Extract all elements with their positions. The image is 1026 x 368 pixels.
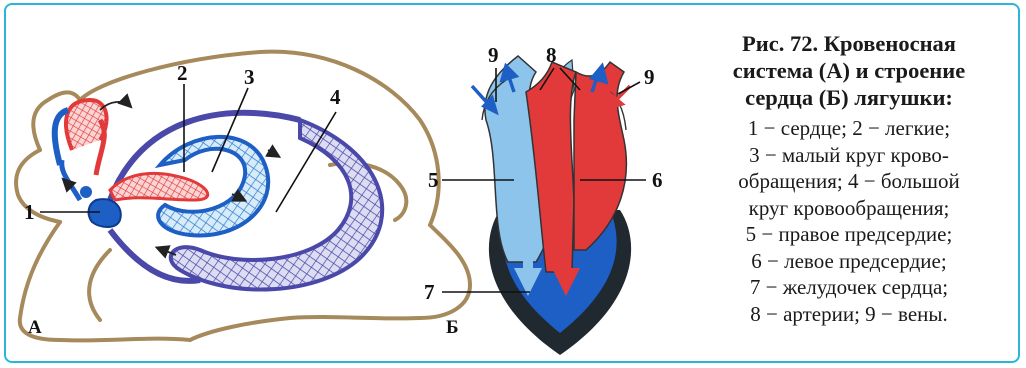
panel-b-label: Б xyxy=(446,317,459,338)
caption-line: круг кровообращения; xyxy=(686,195,1012,222)
lung-red xyxy=(96,120,208,200)
caption-line: 7 − желудочек сердца; xyxy=(686,274,1012,301)
callout-9-left: 9 xyxy=(488,43,499,67)
callout-3: 3 xyxy=(244,65,255,89)
caption-title-line: система (А) и строение xyxy=(686,57,1012,84)
caption-title: Рис. 72. Кровеносная система (А) и строе… xyxy=(686,30,1012,111)
figure-caption: Рис. 72. Кровеносная система (А) и строе… xyxy=(686,30,1012,327)
caption-line: 1 − сердце; 2 − легкие; xyxy=(686,115,1012,142)
caption-line: 5 − правое предсердие; xyxy=(686,221,1012,248)
callout-2: 2 xyxy=(177,61,188,85)
callout-1: 1 xyxy=(24,200,35,224)
caption-line: обращения; 4 − большой xyxy=(686,168,1012,195)
caption-line: 3 − малый круг крово- xyxy=(686,142,1012,169)
caption-line: 8 − артерии; 9 − вены. xyxy=(686,301,1012,328)
caption-line: 6 − левое предсердие; xyxy=(686,248,1012,275)
callout-6: 6 xyxy=(652,168,663,192)
caption-title-line: Рис. 72. Кровеносная xyxy=(686,30,1012,57)
caption-title-line: сердца (Б) лягушки: xyxy=(686,84,1012,111)
callout-7: 7 xyxy=(424,280,435,304)
callout-5: 5 xyxy=(428,168,439,192)
callout-4: 4 xyxy=(330,85,341,109)
callout-9-right: 9 xyxy=(644,65,655,89)
panel-a-label: А xyxy=(28,317,42,338)
callout-8: 8 xyxy=(546,43,557,67)
head-vessels xyxy=(55,100,107,200)
